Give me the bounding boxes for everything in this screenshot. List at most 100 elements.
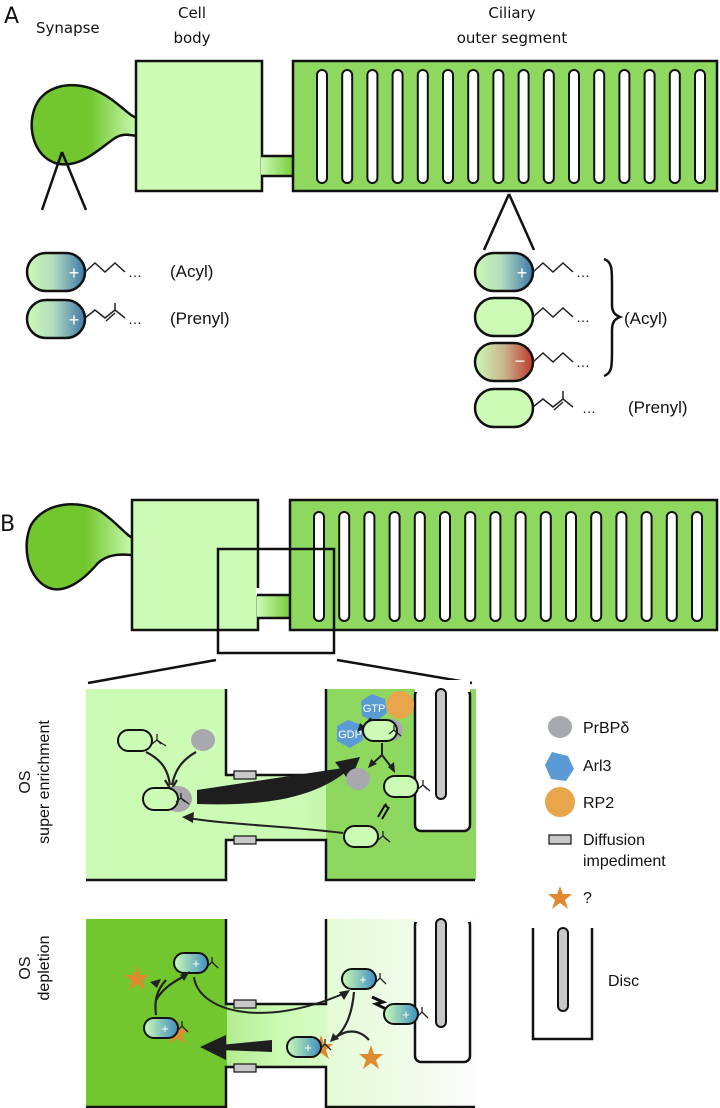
positive-protein-icon: [143, 1017, 179, 1039]
disc: [640, 511, 653, 622]
os-protein-acyl-negative: − …: [473, 341, 590, 383]
svg-text:GTP: GTP: [363, 703, 386, 715]
positive-charge-icon: +: [69, 263, 80, 283]
os-protein-prenyl: …: [473, 387, 596, 429]
positive-protein-icon: [173, 952, 209, 974]
zoom-line: [40, 151, 64, 211]
diffusion-barrier-legend-icon: [548, 834, 572, 845]
svg-text:GDP: GDP: [338, 729, 362, 741]
svg-text:…: …: [576, 264, 590, 280]
svg-text:+: +: [304, 1040, 312, 1055]
star-icon: [359, 1045, 383, 1069]
protein-icon: [383, 775, 419, 798]
panel-a-discs: [316, 69, 706, 184]
legend: PrBPδ Arl3 RP2 Diffusion impediment ? Di…: [531, 716, 666, 1041]
disc: [568, 69, 580, 184]
panel-b-connecting-cilium: [257, 596, 290, 618]
acyl-chain-icon: [84, 261, 126, 274]
panel-b-outer-segment: [288, 498, 719, 632]
synapse-protein-prenyl: + … (Prenyl): [25, 298, 230, 340]
disc: [665, 511, 678, 622]
protein-icon: [343, 825, 379, 848]
lipid-icon: [151, 734, 167, 747]
rp2-legend-icon: [545, 787, 575, 817]
synapse-protein-acyl: + … (Acyl): [25, 251, 213, 293]
legend-label: RP2: [583, 795, 614, 812]
svg-text:…: …: [582, 400, 596, 416]
protein-icon: [142, 787, 179, 811]
svg-text:super enrichment: super enrichment: [36, 720, 53, 844]
zoom-region-box: [216, 547, 336, 655]
svg-text:+: +: [161, 1021, 169, 1036]
disc: [668, 69, 681, 184]
disc: [391, 69, 404, 184]
os-prenyl-group-label: (Prenyl): [628, 398, 688, 417]
synapse-label: Synapse: [36, 19, 100, 37]
svg-text:OS: OS: [17, 770, 34, 793]
arl3-gdp-icon: [337, 720, 363, 748]
disc: [542, 69, 555, 184]
prenyl-chain-icon: [84, 309, 126, 319]
positive-protein-icon: [286, 1036, 322, 1058]
disc: [492, 69, 505, 184]
svg-text:OS: OS: [17, 956, 34, 979]
transport-arrow-icon: [197, 768, 346, 805]
disc: [416, 69, 429, 184]
positive-charge-icon: +: [517, 263, 528, 283]
svg-text:…: …: [576, 354, 590, 370]
protein-icon: [362, 719, 398, 742]
disc: [413, 511, 426, 622]
diffusion-barrier-icon: [233, 999, 257, 1009]
disc: [593, 69, 606, 184]
disc: [316, 69, 328, 184]
svg-text:depletion: depletion: [36, 936, 53, 1001]
disc: [313, 511, 325, 622]
svg-text:+: +: [402, 1007, 410, 1022]
arl3-gtp-icon: [361, 694, 387, 722]
equilibrium-arrows-icon: [377, 803, 390, 820]
disc-legend-icon: [531, 927, 594, 1041]
positive-protein-icon: [383, 1003, 419, 1025]
svg-text:…: …: [128, 264, 142, 280]
enrichment-scene: GTP GDP: [86, 680, 476, 882]
disc: [539, 511, 552, 622]
prbp-legend-icon: [548, 716, 572, 738]
depletion-scene: + + + + +: [86, 910, 476, 1108]
disc: [565, 511, 577, 622]
zoom-line: [507, 193, 536, 251]
cell-body-label-line1: Cell: [178, 4, 206, 22]
os-label-line1: Ciliary: [488, 4, 535, 22]
disc: [442, 69, 454, 184]
prenyl-label: (Prenyl): [170, 309, 230, 328]
legend-label: impediment: [583, 853, 666, 870]
zoom-line: [482, 193, 511, 251]
legend-label: PrBPδ: [583, 720, 629, 737]
os-label-line2: outer segment: [457, 29, 568, 47]
panel-b-discs: [313, 511, 703, 622]
disc: [618, 69, 631, 184]
disc: [464, 511, 477, 622]
zoom-line: [60, 151, 88, 211]
positive-protein-icon: [341, 968, 377, 990]
panel-b-cell-body: [130, 498, 260, 632]
star-legend-icon: [548, 886, 572, 909]
os-protein-acyl-neutral: …: [473, 296, 590, 338]
zoom-line: [336, 658, 473, 685]
arl3-legend-icon: [545, 752, 574, 781]
disc: [366, 69, 379, 184]
panel-b-letter: B: [0, 512, 15, 537]
negative-charge-icon: −: [515, 351, 526, 371]
svg-text:…: …: [576, 309, 590, 325]
legend-label: Disc: [608, 973, 639, 990]
legend-label: ?: [583, 890, 592, 907]
disc: [514, 511, 527, 622]
disc: [691, 511, 703, 622]
cell-body-label-line2: body: [173, 29, 210, 47]
panel-b-synapse: [25, 503, 136, 591]
disc: [615, 511, 628, 622]
disc: [388, 511, 401, 622]
prbp-icon: [346, 768, 370, 790]
diffusion-barrier-icon: [233, 770, 257, 780]
positive-charge-icon: +: [69, 310, 80, 330]
